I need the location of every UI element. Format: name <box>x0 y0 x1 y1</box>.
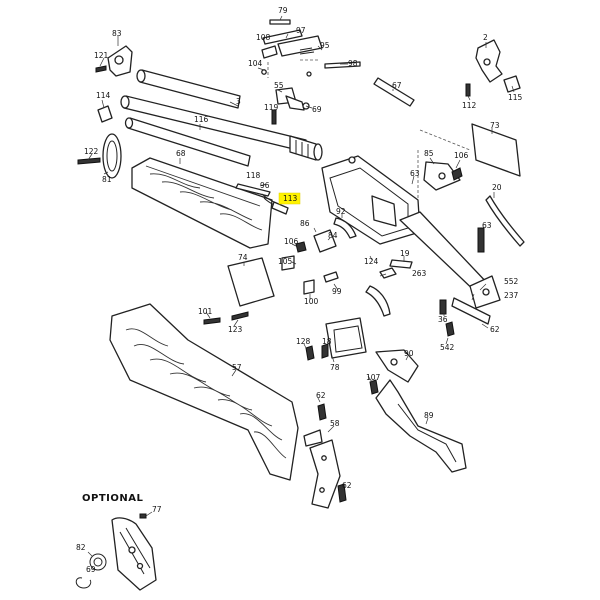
label-62b: 62 <box>316 391 326 400</box>
leader-lines <box>87 15 515 557</box>
label-113: 113 <box>283 194 298 203</box>
part-lever-arm <box>399 211 501 337</box>
label-79: 79 <box>278 6 288 15</box>
label-69b: 69 <box>86 565 96 574</box>
label-99: 99 <box>332 287 342 296</box>
label-123: 123 <box>228 325 243 334</box>
label-237: 237 <box>504 291 519 300</box>
label-90: 90 <box>404 349 414 358</box>
label-95: 95 <box>320 41 330 50</box>
part-84-trigger <box>365 285 391 317</box>
label-57: 57 <box>232 363 242 372</box>
label-118: 118 <box>246 171 261 180</box>
label-105: 105 <box>278 257 293 266</box>
label-2: 2 <box>483 33 488 42</box>
label-74: 74 <box>238 253 248 262</box>
part-86-linkage <box>281 217 357 271</box>
highlight-113 <box>278 192 301 205</box>
label-106: 106 <box>454 151 469 160</box>
label-106b: 106 <box>284 237 299 246</box>
label-107: 107 <box>366 373 381 382</box>
label-58: 58 <box>330 419 340 428</box>
label-96: 96 <box>260 181 270 190</box>
part-68-forend <box>131 157 273 249</box>
label-119: 119 <box>264 103 279 112</box>
part-74-plate <box>227 257 275 307</box>
label-108: 108 <box>256 33 271 42</box>
part-55-sight <box>271 87 310 125</box>
part-113-pin <box>235 183 289 215</box>
part-116-tube <box>124 117 251 167</box>
label-104: 104 <box>248 59 263 68</box>
label-86: 86 <box>300 219 310 228</box>
label-62c: 62 <box>342 481 352 490</box>
label-63a: 63 <box>410 169 420 178</box>
label-101: 101 <box>198 307 213 316</box>
label-67: 67 <box>392 81 402 90</box>
label-63b: 63 <box>482 221 492 230</box>
label-92: 92 <box>336 207 346 216</box>
label-114: 114 <box>96 91 111 100</box>
label-98: 98 <box>348 59 358 68</box>
label-83: 83 <box>112 29 122 38</box>
firing-pin-group <box>261 19 361 78</box>
part-85-spring <box>423 161 463 191</box>
optional-label: OPTIONAL <box>82 493 143 504</box>
part-3-barrel <box>120 95 323 161</box>
label-18: 18 <box>322 337 332 346</box>
label-55: 55 <box>274 81 284 90</box>
label-542: 542 <box>440 343 455 352</box>
label-552: 552 <box>504 277 519 286</box>
part-19-bolt <box>379 259 413 279</box>
label-77: 77 <box>152 505 162 514</box>
label-73: 73 <box>490 121 500 130</box>
label-97: 97 <box>296 26 306 35</box>
label-115: 115 <box>508 93 523 102</box>
label-84a: 84 <box>328 231 338 240</box>
part-99-pins <box>303 271 339 295</box>
label-36: 36 <box>438 315 448 324</box>
part-101-screw <box>203 311 249 325</box>
label-19: 19 <box>400 249 410 258</box>
label-81: 81 <box>102 175 112 184</box>
label-85: 85 <box>424 149 434 158</box>
label-128: 128 <box>296 337 311 346</box>
part-67-rod <box>373 77 415 107</box>
magazine-tube-upper <box>136 69 241 109</box>
part-81-band <box>77 133 122 179</box>
label-112: 112 <box>462 101 477 110</box>
label-122: 122 <box>84 147 99 156</box>
part-57-stock <box>109 303 299 481</box>
label-124: 124 <box>364 257 379 266</box>
part-83-plate <box>95 45 133 77</box>
label-69: 69 <box>312 105 322 114</box>
part-73-plate <box>471 123 521 177</box>
label-116: 116 <box>194 115 209 124</box>
label-20: 20 <box>492 183 502 192</box>
part-2-hammer <box>465 39 521 97</box>
label-78: 78 <box>330 363 340 372</box>
label-3: 3 <box>236 97 241 106</box>
part-89-lever <box>369 349 467 473</box>
part-labels: 79 97 108 83 121 95 104 98 2 67 55 119 6… <box>76 6 523 574</box>
part-114-cap <box>97 105 113 123</box>
label-100: 100 <box>304 297 319 306</box>
label-68: 68 <box>176 149 186 158</box>
label-121: 121 <box>94 51 109 60</box>
label-89: 89 <box>424 411 434 420</box>
label-62a: 62 <box>490 325 500 334</box>
label-263: 263 <box>412 269 427 278</box>
part-58-buttplate <box>303 403 347 509</box>
part-78-block <box>305 317 367 361</box>
part-63-screw <box>477 227 485 253</box>
label-82: 82 <box>76 543 86 552</box>
part-20-spring <box>485 195 525 247</box>
optional-inset <box>75 513 157 591</box>
